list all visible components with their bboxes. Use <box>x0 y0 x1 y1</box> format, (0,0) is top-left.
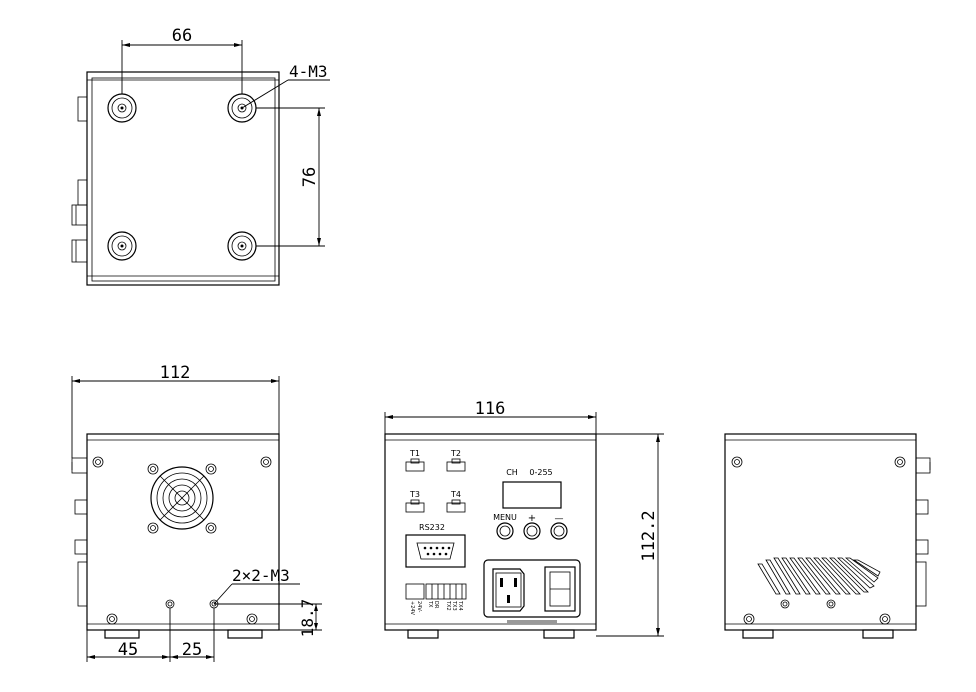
callout-4-m3: 4-M3 <box>289 62 328 81</box>
dim-66: 66 <box>172 26 192 46</box>
terminal-label-4: DR <box>433 601 439 609</box>
dim-116: 116 <box>475 399 506 419</box>
terminal-label-2: 24V- <box>416 601 422 612</box>
vent-slots <box>757 557 881 595</box>
fan-grille <box>147 463 217 534</box>
terminal-label-1: +24V <box>409 601 415 616</box>
dim-18-7: 18.7 <box>298 599 317 638</box>
label-ch: CH <box>506 468 518 477</box>
dim-112: 112 <box>160 363 191 383</box>
foot-bl <box>107 231 137 261</box>
label-menu: MENU <box>493 513 517 522</box>
vent-side-view <box>724 433 931 639</box>
label-t4: T4 <box>450 490 461 499</box>
dim-45: 45 <box>118 640 138 660</box>
dim-112-2: 112.2 <box>639 510 659 561</box>
fan-side-view: 112 45 25 18.7 2×2-M3 <box>71 363 322 662</box>
label-rs232: RS232 <box>419 523 445 532</box>
terminal-label-7: TX4 <box>457 600 463 611</box>
terminal-label-3: TX <box>427 600 433 608</box>
label-t3: T3 <box>409 490 420 499</box>
label-0-255: 0-255 <box>529 468 552 477</box>
label-minus: — <box>555 514 564 524</box>
top-view: 66 76 4-M3 <box>71 26 330 286</box>
callout-2x2-m3: 2×2-M3 <box>232 566 290 585</box>
foot-br <box>227 231 257 261</box>
terminal-label-5: TX2 <box>445 600 451 611</box>
dim-76: 76 <box>300 167 320 187</box>
terminal-label-6: TX3 <box>451 600 457 611</box>
label-t2: T2 <box>450 449 461 458</box>
label-plus: + <box>528 513 536 524</box>
label-t1: T1 <box>409 449 420 458</box>
dim-25: 25 <box>182 640 202 660</box>
foot-tl <box>107 93 137 123</box>
front-panel-view: T1 T2 T3 T4 RS232 CH 0-255 MENU + — <box>384 399 664 639</box>
